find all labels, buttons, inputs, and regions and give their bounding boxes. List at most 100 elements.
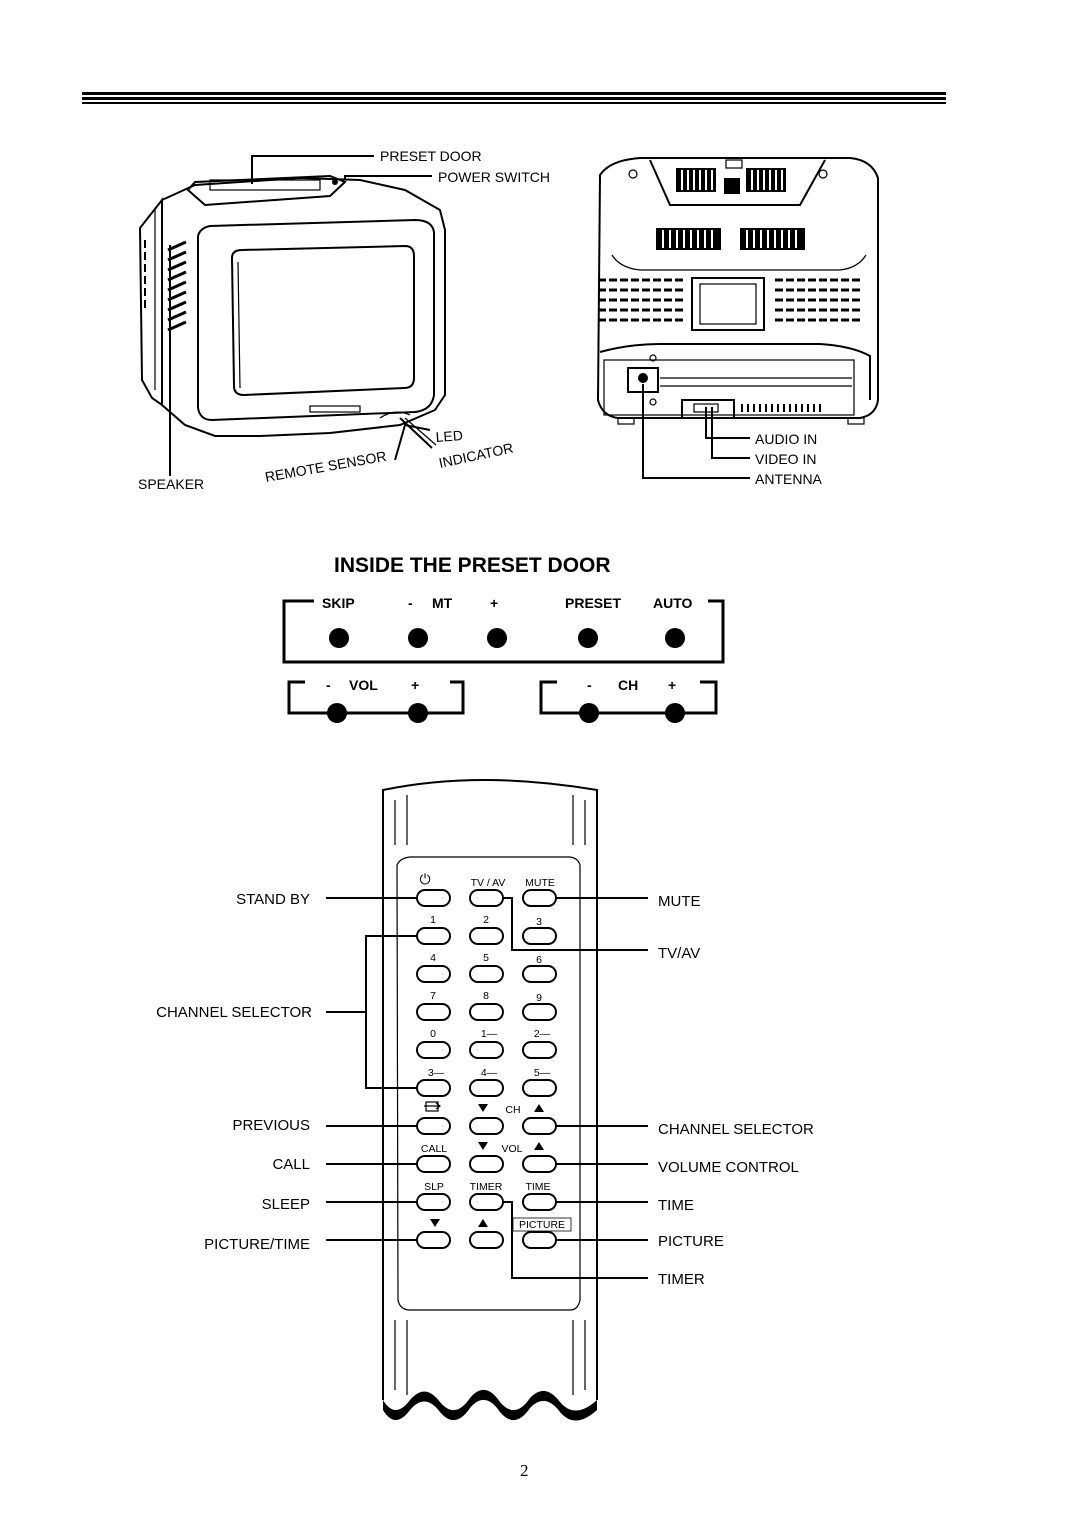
speaker-grille — [144, 240, 187, 332]
volume-up-key[interactable] — [522, 1155, 557, 1173]
digit-0-key[interactable] — [416, 1041, 451, 1059]
digit-label: 9 — [536, 992, 542, 1004]
channel-up-icon — [534, 1104, 544, 1112]
volume-down-key[interactable] — [469, 1155, 504, 1173]
power-icon: ⏻ — [419, 871, 430, 887]
slp-key-label: SLP — [424, 1181, 444, 1193]
vol-plus-label: + — [411, 677, 419, 693]
digit-2-key[interactable] — [469, 927, 504, 945]
timer-label: TIMER — [658, 1271, 705, 1288]
digit-label: 4— — [481, 1067, 498, 1079]
preset-button[interactable] — [578, 628, 598, 648]
digit-5-key[interactable] — [469, 965, 504, 983]
digit-40-key[interactable] — [469, 1079, 504, 1097]
digit-label: 2 — [483, 914, 489, 926]
tv-av-key-label: TV / AV — [471, 877, 506, 889]
skip-button[interactable] — [329, 628, 349, 648]
remote-sensor-label: REMOTE SENSOR — [264, 448, 388, 485]
ch-minus-button[interactable] — [579, 703, 599, 723]
digit-label: 5 — [483, 952, 489, 964]
digit-9-key[interactable] — [522, 1003, 557, 1021]
digit-label: 7 — [430, 990, 436, 1002]
digit-6-key[interactable] — [522, 965, 557, 983]
channel-up-key[interactable] — [522, 1117, 557, 1135]
picture-key[interactable] — [522, 1231, 557, 1249]
picture-time-up-key[interactable] — [469, 1231, 504, 1249]
standby-key[interactable] — [416, 889, 451, 907]
stand-by-label: STAND BY — [236, 891, 310, 908]
ch-key-label: CH — [505, 1104, 520, 1116]
digit-label: 3— — [428, 1067, 445, 1079]
previous-key[interactable] — [416, 1117, 451, 1135]
remote-keypad: ⏻ TV / AV MUTE 1 2 3 4 5 6 7 8 9 0 1— 2—… — [416, 871, 572, 1249]
call-label: CALL — [272, 1156, 310, 1173]
digit-4-key[interactable] — [416, 965, 451, 983]
digit-7-key[interactable] — [416, 1003, 451, 1021]
digit-8-key[interactable] — [469, 1003, 504, 1021]
picture-label: PICTURE — [658, 1233, 724, 1250]
digit-label: 0 — [430, 1028, 436, 1040]
picture-key-label: PICTURE — [519, 1219, 565, 1231]
auto-label: AUTO — [653, 595, 693, 611]
ch-minus-label: - — [587, 677, 592, 693]
mt-plus-label: + — [490, 595, 498, 611]
tv-av-key[interactable] — [469, 889, 504, 907]
power-switch-label: POWER SWITCH — [438, 169, 550, 185]
vol-minus-label: - — [326, 677, 331, 693]
tv-av-label: TV/AV — [658, 945, 700, 962]
picture-up-icon — [478, 1219, 488, 1227]
mt-label: MT — [432, 595, 453, 611]
sleep-key[interactable] — [416, 1193, 451, 1211]
tv-front-illustration — [138, 155, 446, 476]
tv-back-illustration — [596, 157, 879, 479]
preset-door-title: INSIDE THE PRESET DOOR — [334, 554, 611, 577]
time-key-label: TIME — [525, 1181, 550, 1193]
previous-channel-icon — [424, 1101, 441, 1112]
channel-selector-right-label: CHANNEL SELECTOR — [658, 1121, 814, 1138]
time-key[interactable] — [522, 1193, 557, 1211]
volume-down-icon — [478, 1142, 488, 1150]
channel-down-key[interactable] — [469, 1117, 504, 1135]
digit-3-key[interactable] — [522, 927, 557, 945]
volume-control-label: VOLUME CONTROL — [658, 1159, 799, 1176]
page-number: 2 — [520, 1461, 529, 1480]
digit-1-key[interactable] — [416, 927, 451, 945]
digit-10-key[interactable] — [469, 1041, 504, 1059]
picture-time-down-key[interactable] — [416, 1231, 451, 1249]
digit-30-key[interactable] — [416, 1079, 451, 1097]
mute-key[interactable] — [522, 889, 557, 907]
antenna-label: ANTENNA — [755, 471, 823, 487]
ch-label: CH — [618, 677, 638, 693]
vol-key-label: VOL — [501, 1143, 522, 1155]
previous-label: PREVIOUS — [232, 1117, 310, 1134]
digit-label: 6 — [536, 954, 542, 966]
auto-button[interactable] — [665, 628, 685, 648]
digit-label: 3 — [536, 916, 542, 928]
skip-label: SKIP — [322, 595, 355, 611]
digit-20-key[interactable] — [522, 1041, 557, 1059]
mute-key-label: MUTE — [525, 877, 555, 889]
ch-plus-button[interactable] — [665, 703, 685, 723]
mt-plus-button[interactable] — [487, 628, 507, 648]
channel-down-icon — [478, 1104, 488, 1112]
video-in-label: VIDEO IN — [755, 451, 816, 467]
digit-label: 8 — [483, 990, 489, 1002]
sleep-label: SLEEP — [262, 1196, 310, 1213]
led-label: LED — [435, 427, 463, 445]
timer-key[interactable] — [469, 1193, 504, 1211]
vol-minus-button[interactable] — [327, 703, 347, 723]
picture-time-label: PICTURE/TIME — [204, 1236, 310, 1253]
speaker-label: SPEAKER — [138, 476, 204, 492]
vol-label: VOL — [349, 677, 378, 693]
preset-door-label: PRESET DOOR — [380, 148, 482, 164]
ch-plus-label: + — [668, 677, 676, 693]
digit-50-key[interactable] — [522, 1079, 557, 1097]
channel-selector-left-label: CHANNEL SELECTOR — [156, 1004, 312, 1021]
remote-control-body — [382, 779, 598, 1421]
vol-plus-button[interactable] — [408, 703, 428, 723]
indicator-label: INDICATOR — [437, 440, 514, 471]
volume-up-icon — [534, 1142, 544, 1150]
mt-minus-button[interactable] — [408, 628, 428, 648]
mt-minus-label: - — [408, 595, 413, 611]
call-key[interactable] — [416, 1155, 451, 1173]
